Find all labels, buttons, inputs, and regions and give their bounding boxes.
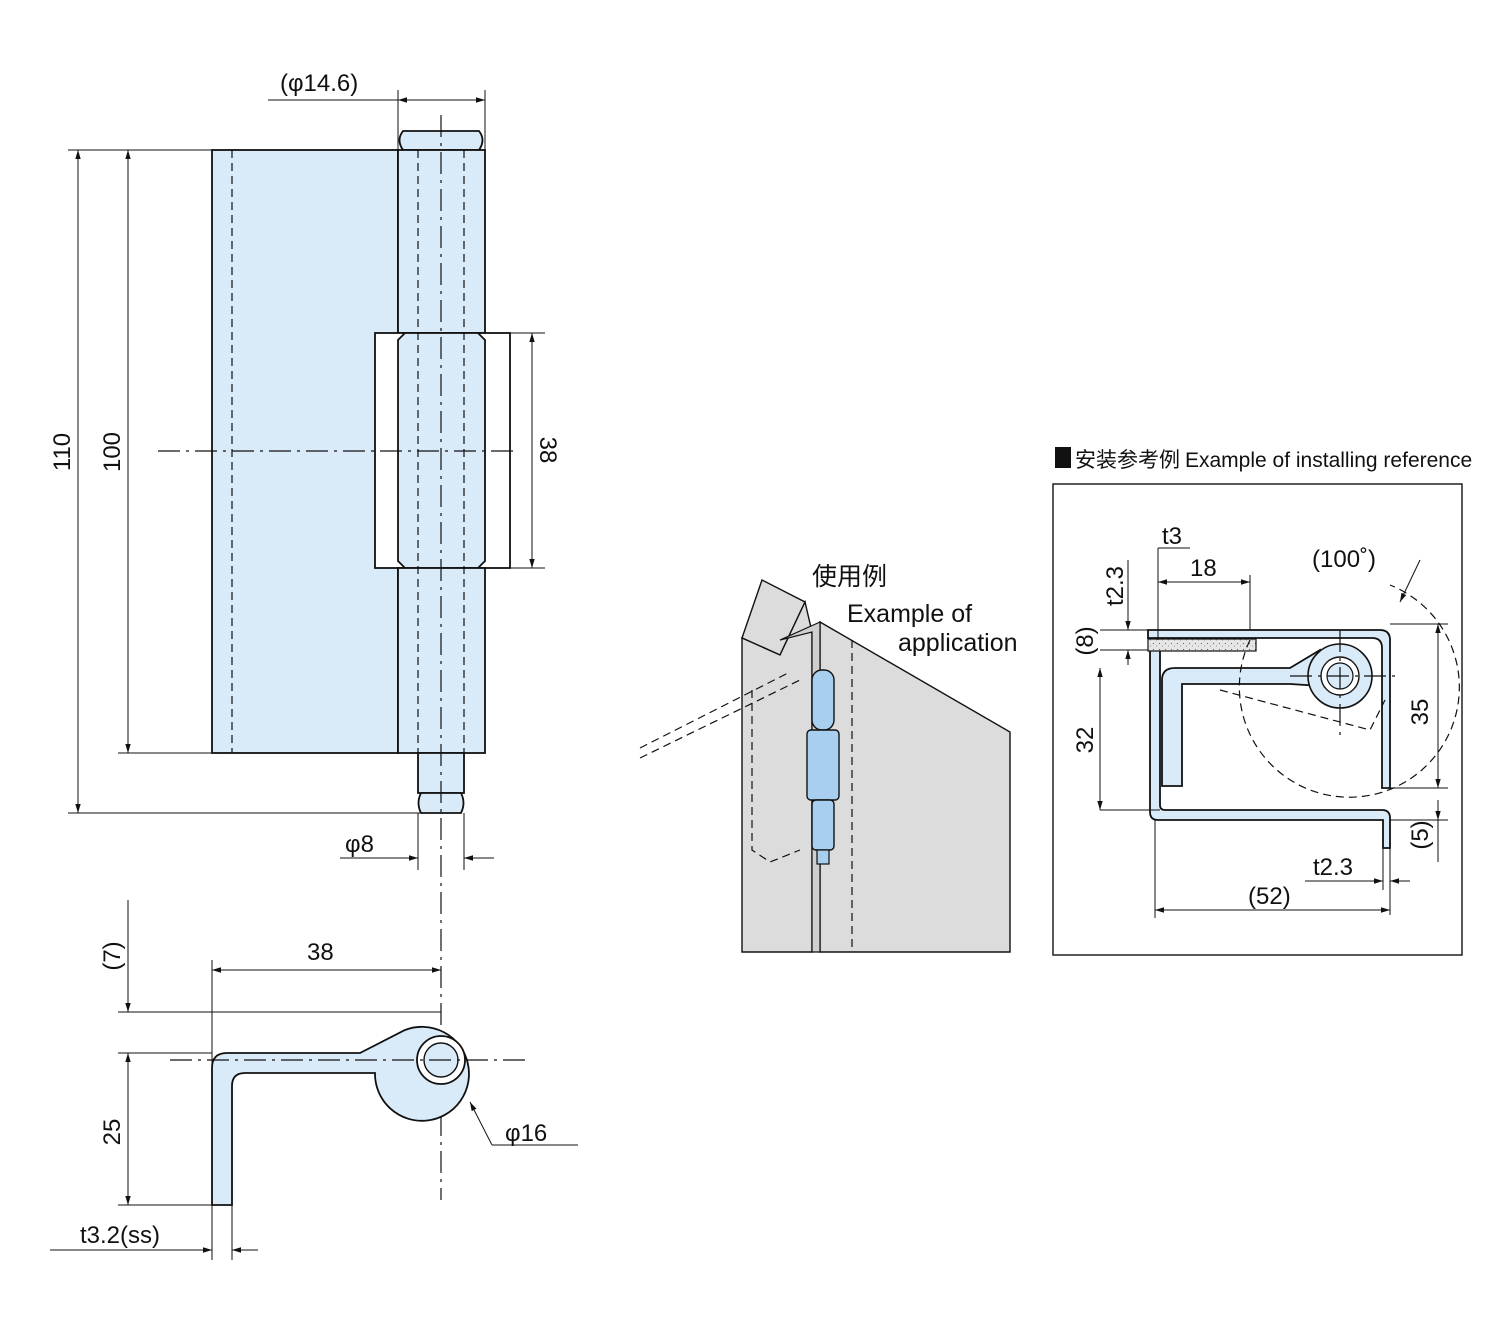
application-label-jp: 使用例 [812,563,887,591]
dim-total-height: 110 [49,433,76,471]
install-dim-32: 32 [1072,727,1099,754]
application-view: 使用例 Example of application [639,563,1018,953]
install-dim-35: 35 [1407,699,1434,726]
dim-offset: (7) [99,941,126,970]
application-label-en-2: application [898,629,1018,657]
install-dim-angle: (100˚) [1312,546,1376,573]
gasket [1147,638,1257,652]
title-marker [1055,447,1071,468]
install-dim-t23-bottom: t2.3 [1313,854,1353,881]
dim-depth: 25 [99,1119,126,1146]
install-title-en: Example of installing reference [1185,449,1472,472]
app-hinge-top [811,669,835,731]
swing-arc [1238,584,1460,798]
dim-top-width: 38 [307,939,334,966]
install-dim-8: (8) [1072,626,1099,655]
install-dim-5: (5) [1407,820,1434,849]
install-title-jp: 安装参考例 [1075,449,1180,472]
app-hinge-middle [806,729,840,801]
dim-thickness: t3.2(ss) [80,1222,160,1249]
install-hinge-leaf [1161,648,1323,787]
front-view: (φ14.6) 110 100 38 φ8 [49,70,561,1200]
application-label-en-1: Example of [847,600,972,628]
install-frame [1052,483,1463,956]
install-frame-profile [1149,636,1391,849]
install-dim-t23-left: t2.3 [1102,566,1129,606]
dim-pin-diameter: φ8 [345,831,374,858]
install-dim-t3: t3 [1162,523,1182,550]
install-dim-52: (52) [1248,883,1291,910]
door-panel [819,620,1011,953]
install-dim-18: 18 [1190,555,1217,582]
dim-barrel-diameter: φ16 [505,1120,547,1147]
install-door-leaf [1147,629,1391,789]
top-view: 38 (7) 25 t3.2(ss) φ16 [50,900,578,1260]
app-hinge-pin [816,849,830,865]
app-hinge-bottom [811,799,835,851]
hinge-profile [211,1025,470,1206]
dim-top-diameter: (φ14.6) [280,70,358,97]
install-reference: 安装参考例 Example of installing reference t3… [1052,447,1472,956]
dim-leaf-height: 100 [99,432,126,472]
frame-side [741,599,813,953]
dim-knuckle-length: 38 [534,437,561,464]
